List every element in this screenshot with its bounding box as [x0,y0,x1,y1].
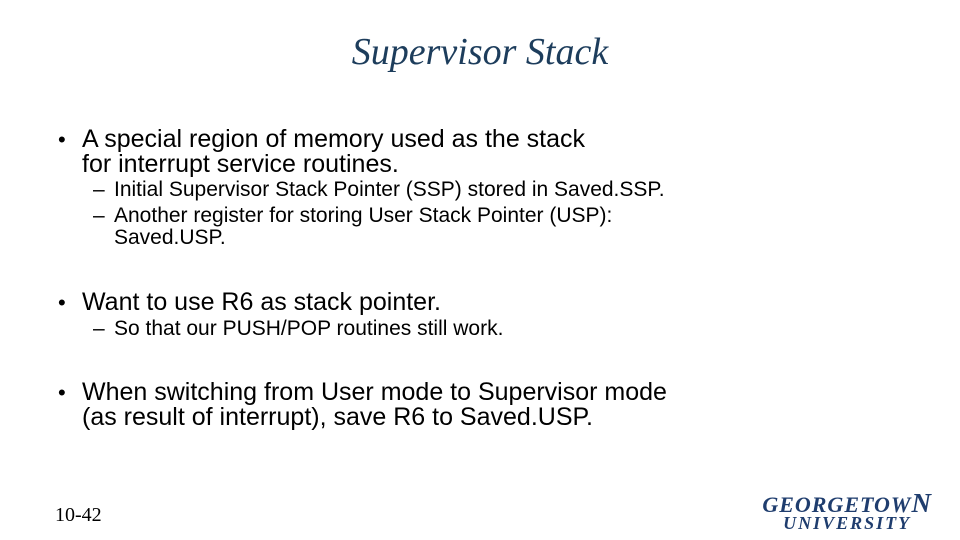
bullet-icon: • [58,380,66,405]
slide-title: Supervisor Stack [351,31,609,73]
bullet-icon: • [58,290,66,315]
bullet-text: A special region of memory used as the s… [82,125,586,178]
bullet-item: • A special region of memory used as the… [58,127,738,177]
sub-bullet-text: Another register for storing User Stack … [114,204,613,249]
bullet-icon: • [58,127,66,152]
sub-bullet-item: – So that our PUSH/POP routines still wo… [93,318,853,340]
bullet-text: Want to use R6 as stack pointer. [82,288,441,316]
logo-swash-n: N [911,488,932,518]
logo-line2: UNIVERSITY [783,513,912,533]
dash-bullet-icon: – [93,317,105,340]
dash-bullet-icon: – [93,178,105,201]
page-number: 10-42 [55,504,102,526]
logo-line1-text: GEORGETOW [762,492,912,517]
sub-bullet-item: – Another register for storing User Stac… [93,205,853,249]
bullet-item: • Want to use R6 as stack pointer. [58,288,738,316]
sub-bullet-text: So that our PUSH/POP routines still work… [114,317,504,340]
sub-bullet-item: – Initial Supervisor Stack Pointer (SSP)… [93,179,853,201]
bullet-text: When switching from User mode to Supervi… [82,378,667,431]
dash-bullet-icon: – [93,204,105,227]
bullet-item: • When switching from User mode to Super… [58,380,738,430]
logo-line1: GEORGETOWN [762,490,932,517]
georgetown-university-logo: GEORGETOWN UNIVERSITY [762,490,932,533]
sub-bullet-text: Initial Supervisor Stack Pointer (SSP) s… [114,178,665,201]
